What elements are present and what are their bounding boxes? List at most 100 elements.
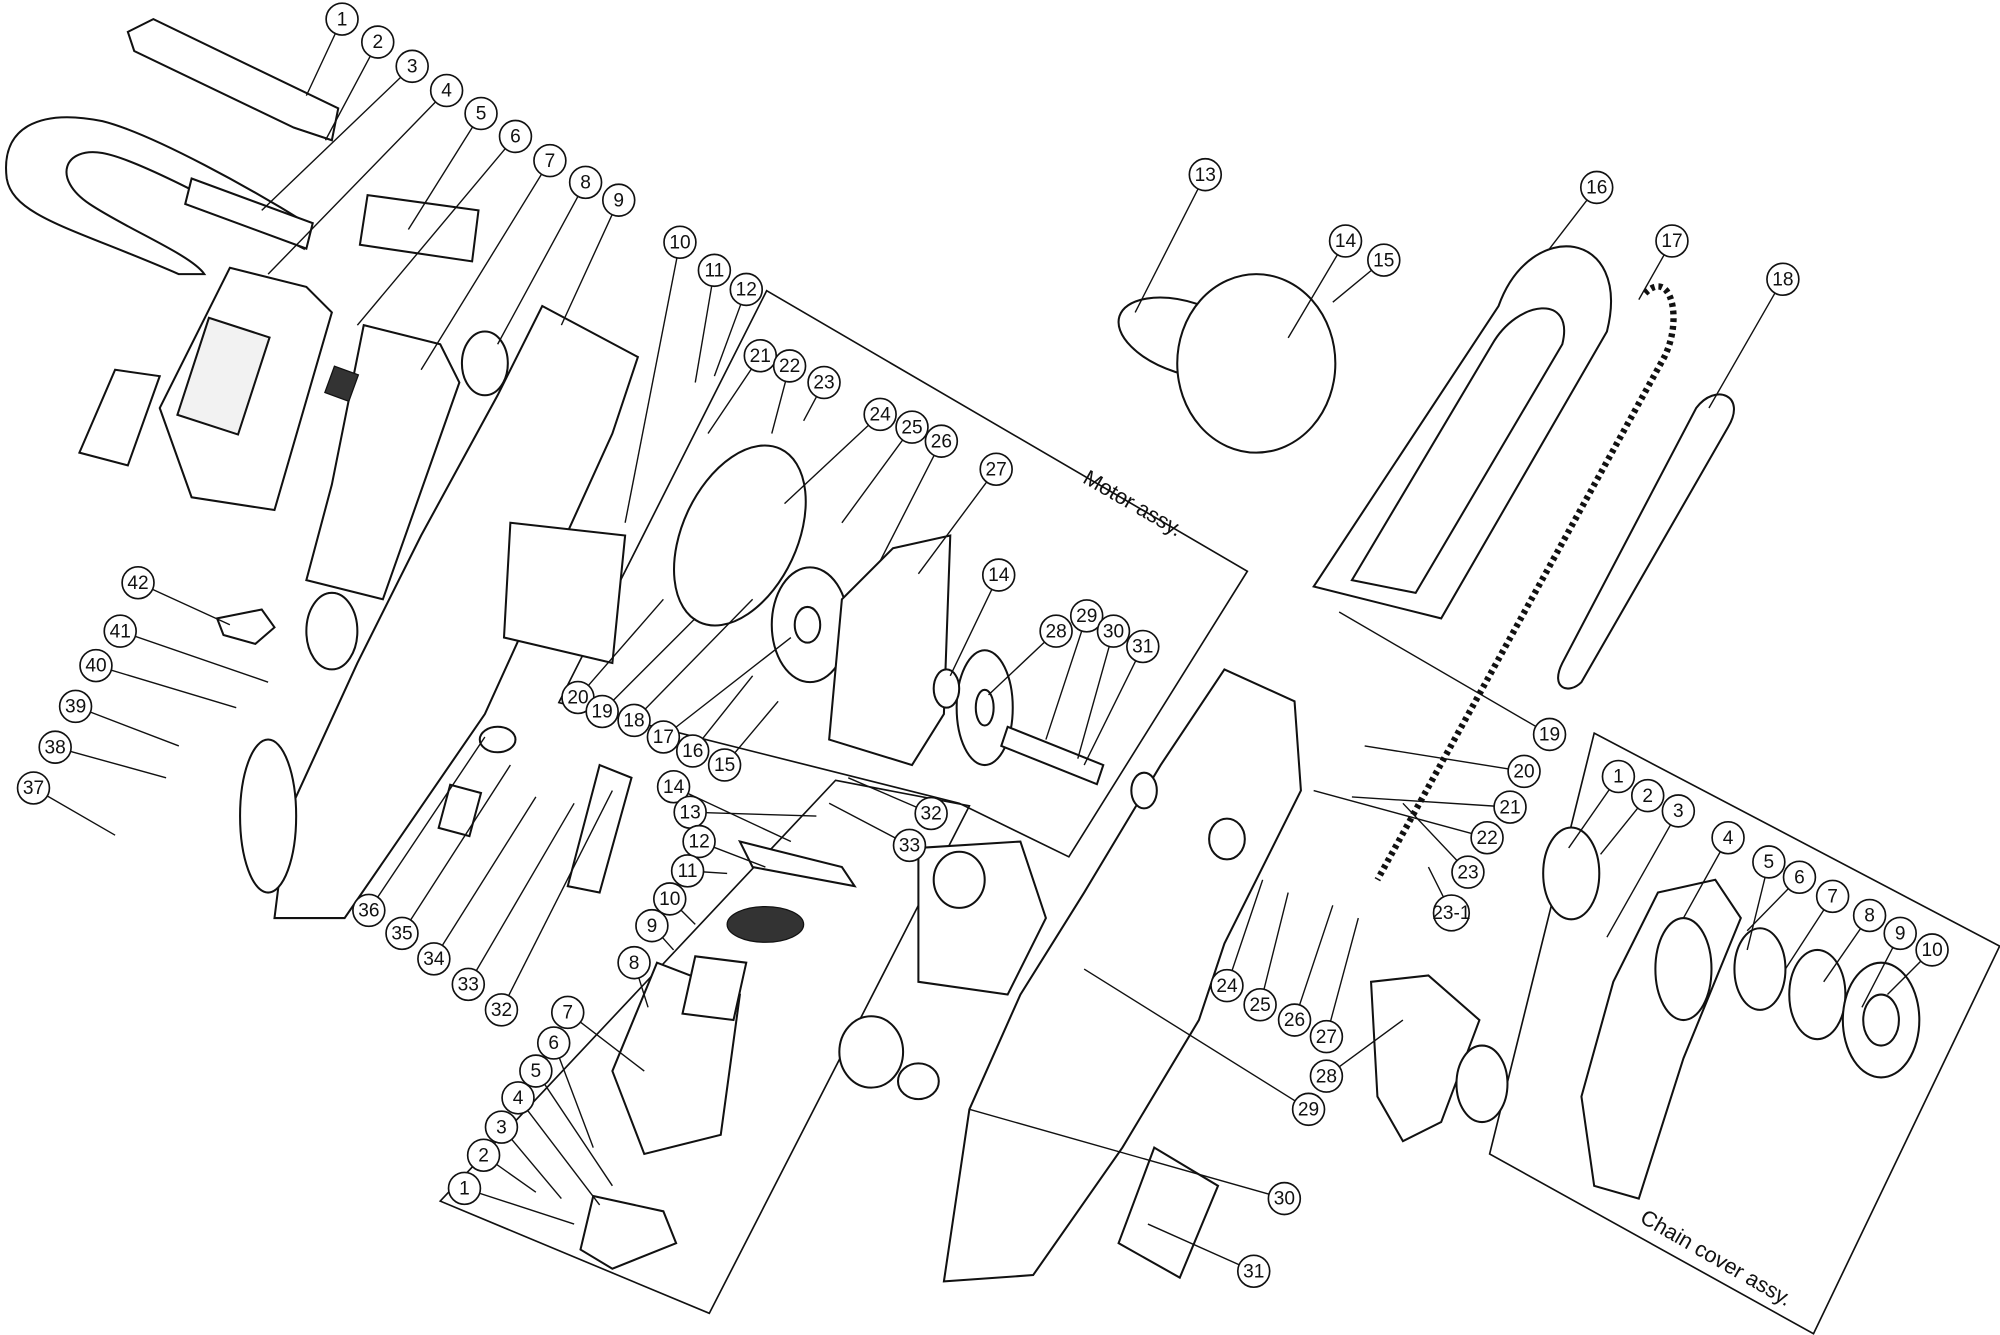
callout-circle [385, 916, 419, 951]
callout-circle [729, 272, 764, 307]
callout-number: 3 [407, 56, 418, 77]
callout-circle [914, 796, 948, 831]
leader-line [1708, 278, 1784, 409]
callout-circle [697, 253, 732, 288]
callout-circle [1069, 599, 1104, 633]
callout-bar-chain-17: 17 [1638, 224, 1689, 300]
callout-motor-assy-8: 8 [617, 945, 651, 1008]
callout-circle [1309, 1059, 1344, 1093]
callout-handle-parts-37: 37 [16, 771, 116, 836]
sprocket-cover [1369, 974, 1509, 1143]
callout-circle [682, 824, 716, 859]
leader-line [633, 598, 754, 721]
callout-circle [892, 828, 927, 863]
callout-number: 22 [779, 356, 800, 377]
callout-main-left-2: 2 [324, 25, 395, 141]
callout-circle [617, 945, 651, 980]
callout-body-30: 30 [969, 1108, 1302, 1216]
callout-motor-assy-33: 33 [828, 802, 927, 863]
callout-number: 39 [65, 697, 86, 718]
callout-number: 26 [931, 431, 952, 452]
leader-line [1226, 879, 1264, 986]
callout-circle [1039, 614, 1073, 648]
callout-number: 13 [680, 802, 701, 823]
leader-line [1364, 745, 1525, 773]
callout-number: 8 [1864, 906, 1875, 927]
callout-circle [979, 452, 1013, 486]
callout-chain-cover-assy-7: 7 [1784, 879, 1850, 970]
callout-main-left-30: 30 [1077, 614, 1131, 759]
callout-circle [1451, 855, 1485, 889]
chain-cover [1542, 826, 1921, 1200]
callout-main-left-18: 18 [617, 598, 754, 738]
callout-main-left-21: 21 [707, 338, 778, 434]
callout-body-25: 25 [1243, 892, 1289, 1022]
callout-motor-assy-4: 4 [501, 1081, 601, 1206]
leader-line [1045, 615, 1088, 740]
callout-chain-cover-assy-6: 6 [1746, 860, 1817, 932]
callout-circle [519, 1054, 553, 1088]
callout-number: 8 [580, 172, 591, 193]
callout-circle [924, 424, 959, 458]
callout-circle [663, 225, 697, 260]
leader-line [54, 746, 167, 779]
saw-chain [1374, 283, 1735, 882]
callout-number: 30 [1103, 621, 1124, 642]
leader-line [879, 440, 942, 562]
callout-bar-chain-23-1: 23-1 [1427, 866, 1471, 932]
callout-handle-parts-36: 36 [352, 736, 486, 928]
callout-bar-chain-20: 20 [1364, 745, 1541, 789]
switch-contacts [215, 591, 633, 894]
callout-number: 23-1 [1432, 903, 1470, 924]
callout-main-left-14: 14 [949, 558, 1016, 677]
label-rect [358, 193, 480, 263]
callout-number: 2 [478, 1145, 489, 1166]
callout-number: 38 [45, 737, 66, 758]
label-rect-31 [1117, 1146, 1220, 1280]
callout-circle [533, 143, 567, 178]
leader-line [662, 636, 792, 738]
callout-number: 24 [870, 405, 892, 426]
callout-bar-chain-13: 13 [1134, 157, 1223, 313]
callout-bar-chain-14: 14 [1287, 224, 1363, 339]
callout-handle-parts-32: 32 [484, 790, 614, 1027]
callout-main-left-10: 10 [624, 225, 697, 523]
callout-circle [1507, 754, 1541, 789]
callout-circle [466, 1138, 501, 1172]
leader-line [841, 426, 913, 524]
callout-circle [675, 734, 710, 768]
leader-line [624, 242, 681, 523]
callout-motor-assy-10: 10 [652, 882, 696, 925]
leader-line [1338, 611, 1550, 736]
callout-circle [1328, 224, 1363, 258]
leader-line [1147, 1223, 1255, 1272]
callout-main-left-17: 17 [646, 636, 792, 754]
callout-circle [1766, 262, 1800, 297]
callout-chain-cover-assy-3: 3 [1606, 794, 1696, 938]
callout-chain-cover-assy-2: 2 [1600, 778, 1665, 855]
callout-circle [707, 748, 742, 782]
leader-line [420, 160, 551, 371]
callout-circle [1188, 157, 1223, 192]
callout-circle [429, 73, 464, 108]
leader-line [949, 574, 1000, 677]
callout-circle [1655, 224, 1689, 258]
leader-line [969, 1108, 1285, 1200]
callout-circle [772, 349, 807, 383]
leader-line [1259, 892, 1289, 1005]
leader-line [401, 764, 511, 934]
callout-circle [1236, 1254, 1271, 1289]
callout-circle [1210, 968, 1244, 1003]
callout-main-left-5: 5 [407, 96, 498, 230]
callout-number: 31 [1243, 1261, 1264, 1282]
callout-number: 22 [1476, 828, 1497, 849]
callout-number: 30 [1274, 1189, 1295, 1210]
callout-number: 12 [736, 280, 757, 301]
callout-number: 11 [704, 260, 724, 281]
callout-circle [38, 730, 72, 764]
callout-number: 42 [127, 573, 148, 594]
chain-cover-assy-frame [1488, 731, 2000, 1335]
callout-circle [79, 648, 113, 683]
callout-number: 26 [1284, 1010, 1305, 1031]
leader-line [1083, 968, 1309, 1110]
